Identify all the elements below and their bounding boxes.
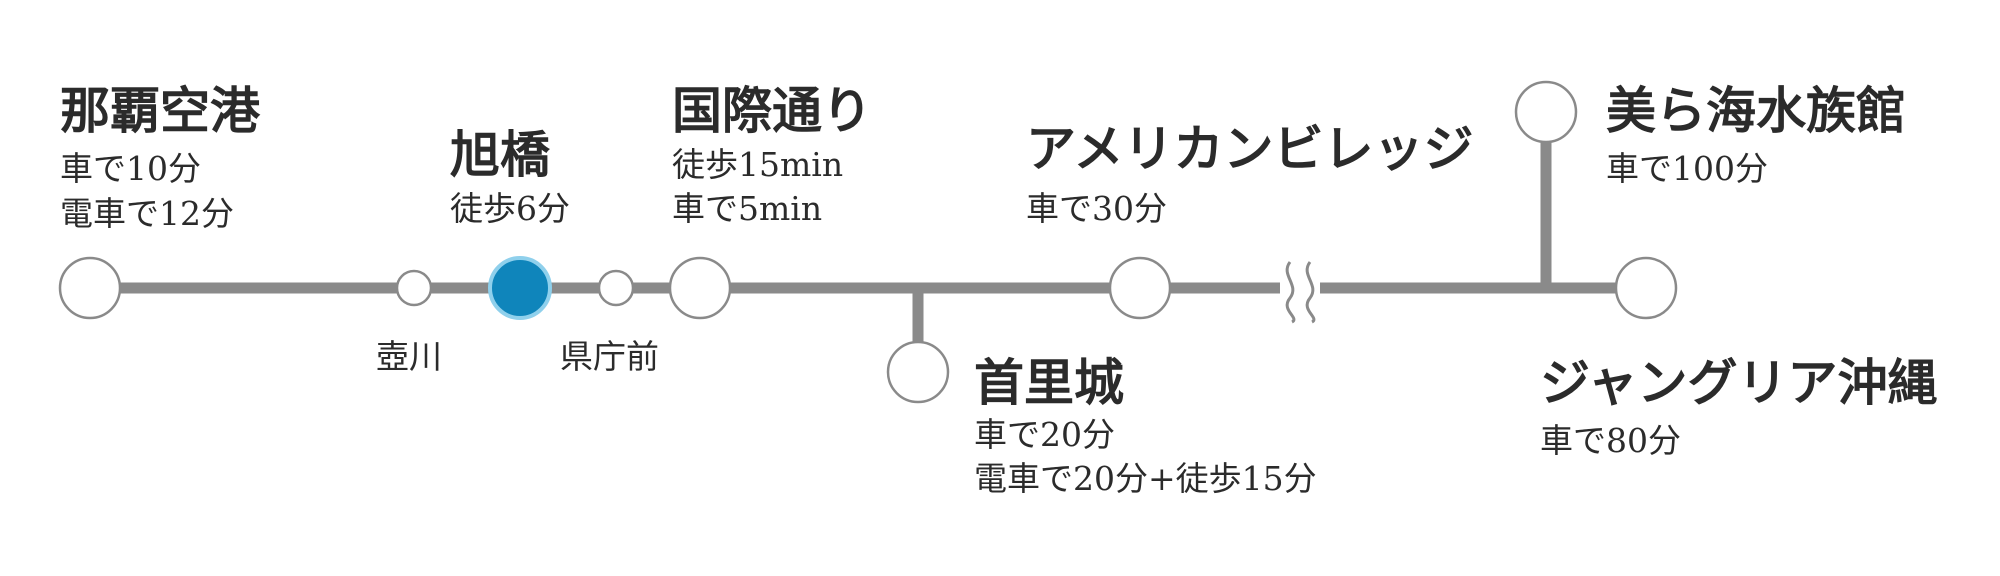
station-name-kenchomae: 県庁前 [560,337,659,376]
station-detail: 徒歩6分 [450,189,570,228]
station-detail: 車で10分 [60,149,201,188]
station-label-asahibashi: 旭橋 徒歩6分 [450,125,570,228]
station-label-junglia: ジャングリア沖縄 車で80分 [1540,353,1938,460]
station-label-shurijo: 首里城 車で20分 電車で20分+徒歩15分 [974,353,1317,498]
station-name: ジャングリア沖縄 [1540,353,1938,412]
station-label-churaumi: 美ら海水族館 車で100分 [1606,81,1906,188]
station-name: 那覇空港 [60,81,261,140]
station-name: 美ら海水族館 [1606,81,1906,140]
station-detail: 車で100分 [1606,149,1768,188]
double-squiggle-break-icon [1280,261,1320,324]
station-name-tsubogawa: 壺川 [376,337,442,376]
station-detail: 徒歩15min [672,145,843,184]
station-node-asahibashi-current [488,256,552,320]
station-name: 首里城 [974,353,1124,412]
station-label-naha-airport: 那覇空港 車で10分 電車で12分 [60,81,261,233]
station-detail: 車で5min [672,189,822,228]
station-detail: 車で20分 [974,415,1115,454]
station-node-naha-airport [58,256,122,320]
station-node-junglia [1614,256,1678,320]
station-node-churaumi [1514,80,1578,144]
station-node-shurijo [886,340,950,404]
station-detail: 車で30分 [1026,189,1167,228]
station-name: 国際通り [672,81,872,140]
station-node-kenchomae [597,269,635,307]
station-detail: 車で80分 [1540,421,1681,460]
station-name: アメリカンビレッジ [1026,119,1474,178]
station-name: 旭橋 [450,125,550,184]
station-label-american-village: アメリカンビレッジ 車で30分 [1026,119,1474,228]
station-node-tsubogawa [395,269,433,307]
station-label-kokusai-dori: 国際通り 徒歩15min 車で5min [672,81,872,228]
station-detail: 電車で20分+徒歩15分 [974,459,1317,498]
station-detail: 電車で12分 [60,194,234,233]
station-node-kokusai-dori [668,256,732,320]
station-node-american-village [1108,256,1172,320]
